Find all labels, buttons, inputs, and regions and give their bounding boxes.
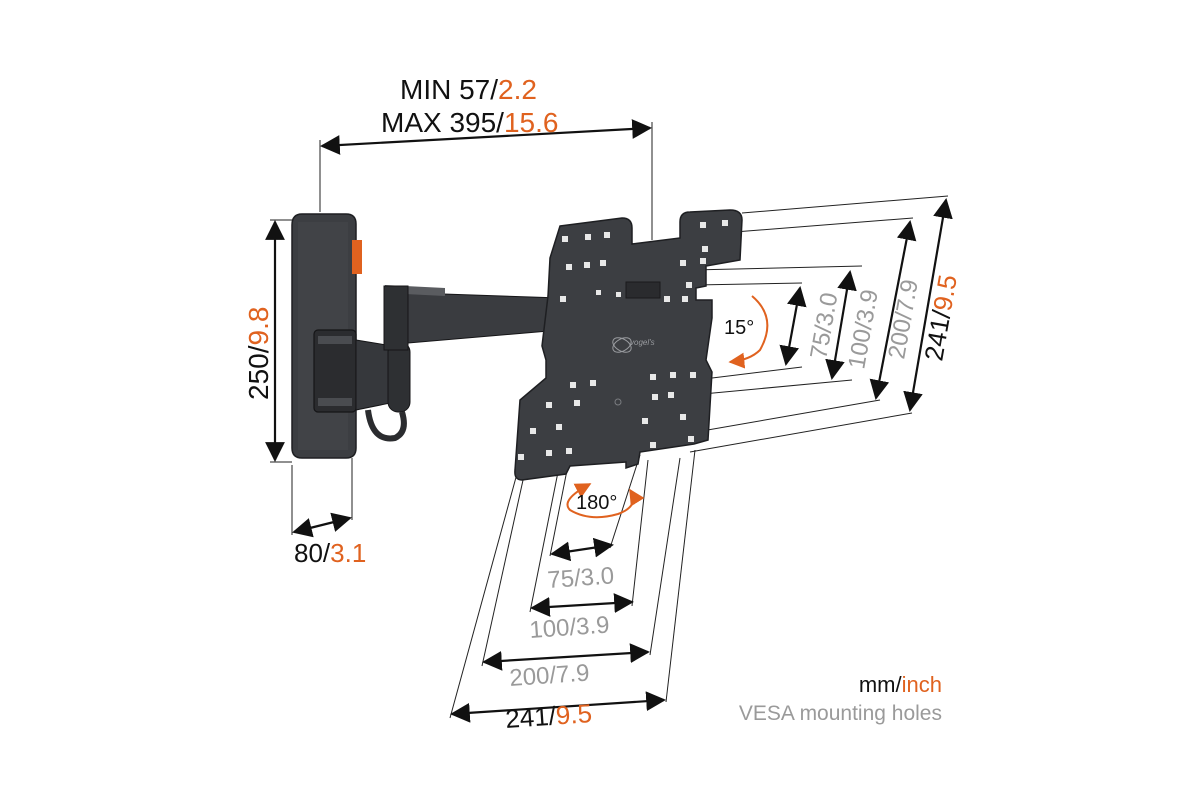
vesa-plate-slot [625,281,661,299]
max-label: MAX 395/15.6 [381,107,558,138]
max-in: 15.6 [504,107,559,138]
vesa-h75-line [550,537,614,562]
vesa-v75-in: 3.0 [811,291,843,329]
vesa-h75-in: 3.0 [580,562,615,591]
vesa-h241-mm: 241 [504,701,549,734]
vesa-v241-label: 241/9.5 [918,272,963,363]
max-sep: / [496,107,504,138]
vesa-v100-mm: 100 [843,327,877,371]
tilt-indicator [728,295,769,369]
vesa-plate: vogel's [514,209,743,481]
vesa-v241-in: 9.5 [927,272,963,313]
vesa-h241-label: 241/9.5 [504,698,593,734]
vesa-v241-line [903,198,953,412]
vesa-h241-line [450,691,666,723]
vesa-h200-mm: 200 [509,662,551,692]
max-mm: MAX 395 [381,107,496,138]
height-mm: 250 [243,353,274,400]
tilt-angle-label: 15° [724,317,754,339]
vesa-holes [518,220,728,460]
vesa-v75-line [779,286,807,366]
min-mm: MIN 57 [400,74,490,105]
vesa-h100-label: 100/3.9 [529,611,611,644]
vesa-v200-in: 7.9 [891,277,923,315]
vesa-v241-mm: 241 [918,315,955,363]
brand-logo: vogel's [612,337,655,353]
vesa-v75-label: 75/3.0 [805,291,843,361]
wall-plate-accent-tab [352,240,362,274]
vesa-caption: VESA mounting holes [739,702,942,725]
min-in: 2.2 [498,74,537,105]
height-label: 250/9.8 [243,307,274,400]
vesa-h100-mm: 100 [529,614,571,644]
min-label: MIN 57/2.2 [400,74,537,105]
depth-dimension-line [292,512,352,538]
vesa-v200-mm: 200 [883,317,917,361]
vesa-h200-label: 200/7.9 [509,659,591,692]
min-sep: / [490,74,498,105]
depth-sep: / [323,538,331,568]
unit-legend: mm/inch [859,672,942,697]
unit-legend-mm: mm [859,672,896,697]
vesa-v200-label: 200/7.9 [883,277,923,361]
height-in: 9.8 [243,307,274,346]
width-dimension-line [320,119,652,155]
depth-in: 3.1 [330,538,366,568]
depth-label: 80/3.1 [294,538,366,568]
vesa-v100-line [825,270,857,380]
vesa-v75-mm: 75 [805,330,836,361]
swivel-angle-label: 180° [576,492,617,514]
svg-text:vogel's: vogel's [630,338,655,347]
depth-mm: 80 [294,538,323,568]
unit-legend-sep: / [896,672,903,697]
vesa-h75-mm: 75 [547,565,576,594]
vesa-h200-line [482,643,650,671]
unit-legend-inch: inch [902,672,942,697]
height-sep: / [243,345,274,353]
vesa-h75-label: 75/3.0 [547,562,615,594]
vesa-h241-in: 9.5 [555,698,593,730]
vesa-h100-in: 3.9 [575,611,610,640]
swivel-indicator [566,483,645,519]
vesa-v100-in: 3.9 [851,287,883,325]
vesa-h200-in: 7.9 [555,659,590,688]
vesa-v100-label: 100/3.9 [843,287,883,371]
vesa-h100-line [530,593,634,617]
dimension-lines [265,119,953,723]
swivel-arm [313,285,561,442]
